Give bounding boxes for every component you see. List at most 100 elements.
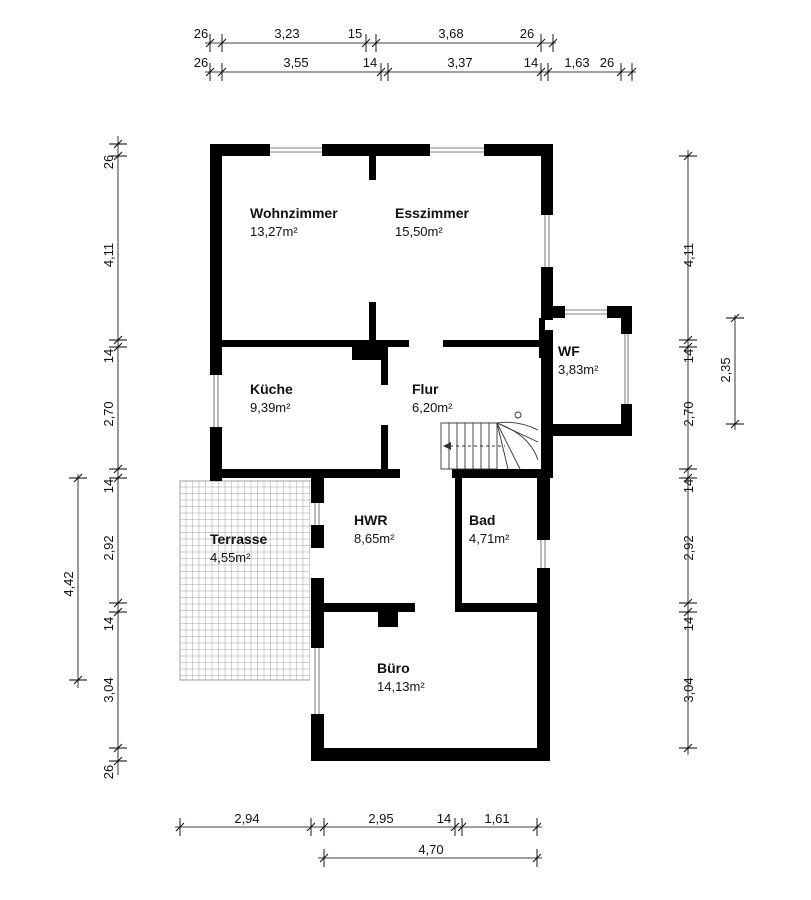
dim-tick (113, 473, 123, 483)
dim-left-0: 26 (101, 155, 116, 169)
terrace-grid (180, 481, 312, 680)
dim-tick (683, 464, 693, 474)
dim-right-5: 14 (681, 617, 696, 631)
window-wohnzimmer (270, 143, 322, 157)
dim-tick (319, 853, 329, 863)
dim-tick (730, 313, 740, 323)
dim-left-7: 3,04 (101, 677, 116, 702)
dim-tick (113, 743, 123, 753)
dim-top1-4: 26 (520, 26, 534, 41)
window-buero (310, 648, 325, 714)
room-name-esszimmer: Esszimmer (395, 205, 469, 221)
dim-tick (73, 675, 83, 685)
room-area-terrasse: 4,55m² (210, 550, 251, 565)
window-wf-top (565, 305, 607, 319)
dim-tick (683, 151, 693, 161)
dim-right-1: 14 (681, 349, 696, 363)
dim-tick (683, 342, 693, 352)
room-area-esszimmer: 15,50m² (395, 224, 443, 239)
dim-tick (113, 139, 123, 149)
dim-left-2: 14 (101, 349, 116, 363)
dim-bottom1-1: 2,95 (368, 811, 393, 826)
dimension-ticks (69, 34, 744, 867)
dim-tick (113, 151, 123, 161)
dim-tick (683, 607, 693, 617)
room-area-buero: 14,13m² (377, 679, 425, 694)
room-area-bad: 4,71m² (469, 531, 510, 546)
dim-right-outer: 2,35 (718, 357, 733, 382)
dim-bottom1-3: 1,61 (484, 811, 509, 826)
openings (310, 339, 455, 613)
dim-tick (217, 38, 227, 48)
dim-right-2: 2,70 (681, 401, 696, 426)
dim-tick (113, 342, 123, 352)
window-kueche (209, 375, 223, 427)
window-hwr (310, 503, 325, 525)
dim-top2-6: 26 (600, 55, 614, 70)
dim-tick (536, 38, 546, 48)
dim-top1-1: 3,23 (274, 26, 299, 41)
dim-tick (450, 822, 460, 832)
dim-tick (627, 67, 637, 77)
dim-top2-4: 14 (524, 55, 538, 70)
window-wf-right (620, 334, 633, 404)
dim-left-5: 2,92 (101, 535, 116, 560)
dim-tick (616, 67, 626, 77)
room-name-flur: Flur (412, 381, 439, 397)
dim-tick (113, 598, 123, 608)
dim-bottom1-2: 14 (437, 811, 451, 826)
dim-right-3: 14 (681, 479, 696, 493)
window-bad (536, 540, 551, 568)
dim-left-3: 2,70 (101, 401, 116, 426)
dim-tick (383, 67, 393, 77)
dim-tick (683, 743, 693, 753)
room-labels: Wohnzimmer 13,27m² Esszimmer 15,50m² Küc… (210, 205, 599, 694)
dimension-labels: 26 3,23 15 3,68 26 26 3,55 14 3,37 14 1,… (61, 26, 733, 857)
window-esszimmer (430, 143, 484, 157)
dim-tick (217, 67, 227, 77)
terrace (179, 480, 313, 681)
dim-tick (457, 822, 467, 832)
dim-left-1: 4,11 (101, 243, 116, 267)
room-area-wohnzimmer: 13,27m² (250, 224, 298, 239)
dim-tick (683, 473, 693, 483)
dim-bottom1-0: 2,94 (234, 811, 259, 826)
dim-tick (205, 38, 215, 48)
dim-right-6: 3,04 (681, 677, 696, 702)
dim-bottom2: 4,70 (418, 842, 443, 857)
room-name-hwr: HWR (354, 512, 387, 528)
dimension-lines (69, 34, 744, 867)
dim-top1-3: 3,68 (438, 26, 463, 41)
room-name-kueche: Küche (250, 381, 293, 397)
dim-left-8: 26 (101, 765, 116, 779)
dim-tick (113, 464, 123, 474)
dim-tick (730, 419, 740, 429)
dim-left-outer: 4,42 (61, 571, 76, 596)
dim-tick (319, 822, 329, 832)
room-area-hwr: 8,65m² (354, 531, 395, 546)
dim-tick (113, 607, 123, 617)
dim-tick (306, 822, 316, 832)
room-name-buero: Büro (377, 660, 410, 676)
room-name-wf: WF (558, 343, 580, 359)
dim-tick (113, 335, 123, 345)
dim-top1-0: 26 (194, 26, 208, 41)
dim-tick (175, 822, 185, 832)
staircase (440, 411, 539, 470)
dim-tick (532, 853, 542, 863)
dim-tick (113, 756, 123, 766)
room-area-flur: 6,20m² (412, 400, 453, 415)
room-name-terrasse: Terrasse (210, 531, 268, 547)
dim-top1-2: 15 (348, 26, 362, 41)
dim-tick (532, 822, 542, 832)
dim-tick (683, 598, 693, 608)
dim-left-6: 14 (101, 617, 116, 631)
dim-top2-5: 1,63 (564, 55, 589, 70)
room-name-wohnzimmer: Wohnzimmer (250, 205, 338, 221)
window-esszimmer-right (540, 215, 554, 267)
dim-left-4: 14 (101, 479, 116, 493)
dim-tick (543, 67, 553, 77)
dim-right-4: 2,92 (681, 535, 696, 560)
dim-tick (683, 335, 693, 345)
